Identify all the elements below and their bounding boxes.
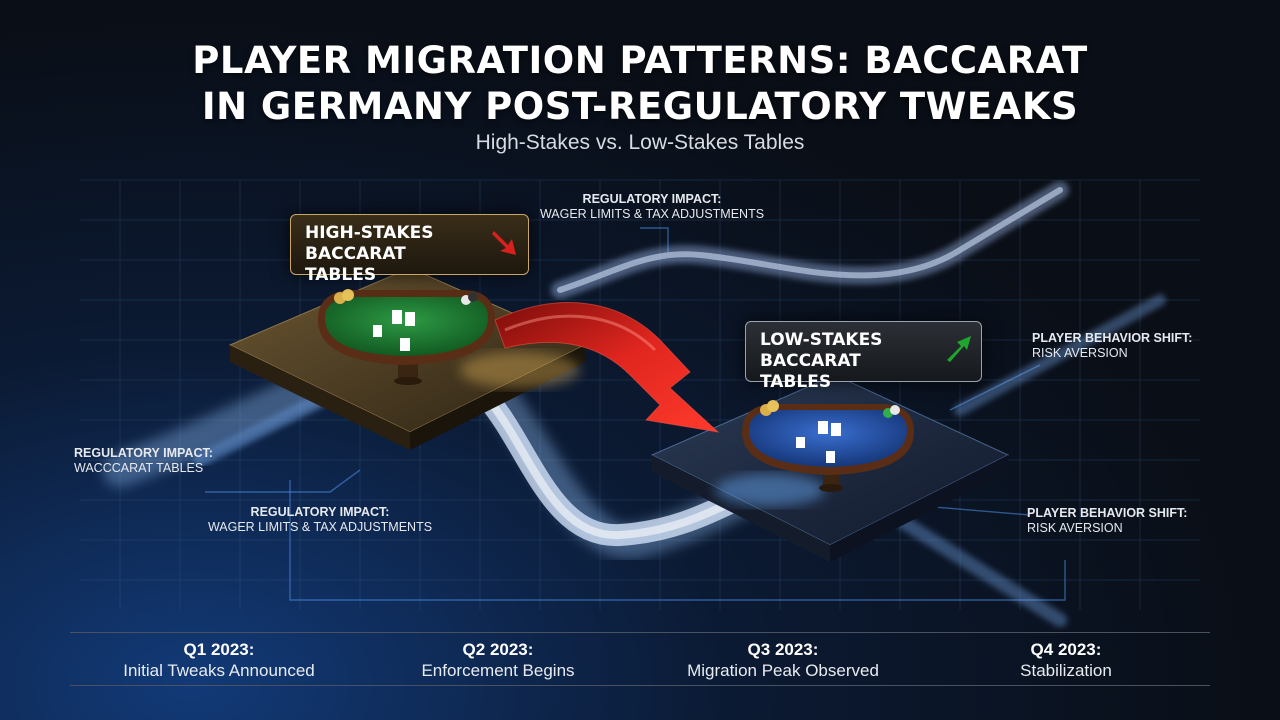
playing-card — [373, 325, 382, 337]
milestone-event: Stabilization — [1020, 661, 1112, 680]
annotation-body: WAGER LIMITS & TAX ADJUSTMENTS — [539, 207, 765, 221]
title-line-2: IN GERMANY POST-REGULATORY TWEAKS — [201, 85, 1079, 128]
annotation-body: RISK AVERSION — [1032, 346, 1128, 360]
high-stakes-label-line-2: BACCARAT TABLES — [305, 244, 406, 285]
annotation-heading: REGULATORY IMPACT: — [74, 446, 213, 460]
milestone-quarter: Q1 2023: — [183, 640, 255, 659]
playing-card — [392, 310, 402, 324]
milestone-quarter: Q4 2023: — [1030, 640, 1102, 659]
up-arrow-icon — [947, 336, 971, 362]
timeline-divider-top — [70, 632, 1210, 633]
low-stakes-label-line-2: BACCARAT TABLES — [760, 351, 861, 392]
annotation-body: WACCCARAT TABLES — [74, 461, 204, 475]
title-line-1: PLAYER MIGRATION PATTERNS: BACCARAT — [192, 39, 1088, 82]
annotation-regulatory-bottom: REGULATORY IMPACT: WAGER LIMITS & TAX AD… — [207, 505, 433, 535]
high-stakes-label-line-1: HIGH-STAKES — [305, 223, 434, 243]
annotation-heading: REGULATORY IMPACT: — [582, 192, 722, 206]
annotation-body: RISK AVERSION — [1027, 521, 1123, 535]
milestone-quarter: Q3 2023: — [747, 640, 819, 659]
timeline-milestone-q2: Q2 2023: Enforcement Begins — [368, 640, 628, 682]
playing-card — [400, 338, 410, 351]
flow-ribbons — [103, 181, 1166, 627]
annotation-heading: REGULATORY IMPACT: — [250, 505, 390, 519]
down-arrow-icon — [492, 231, 516, 255]
low-stakes-table — [742, 400, 914, 492]
playing-card — [831, 423, 841, 436]
page-title: PLAYER MIGRATION PATTERNS: BACCARAT IN G… — [0, 38, 1280, 130]
timeline-milestone-q3: Q3 2023: Migration Peak Observed — [653, 640, 913, 682]
milestone-event: Migration Peak Observed — [687, 661, 879, 680]
playing-card — [818, 421, 828, 434]
annotation-regulatory-top: REGULATORY IMPACT: WAGER LIMITS & TAX AD… — [537, 192, 767, 222]
playing-card — [826, 451, 835, 463]
annotation-heading: PLAYER BEHAVIOR SHIFT: — [1032, 331, 1193, 345]
annotation-behavior-bottom: PLAYER BEHAVIOR SHIFT: RISK AVERSION — [1027, 506, 1187, 536]
milestone-event: Enforcement Begins — [421, 661, 575, 680]
annotation-behavior-top: PLAYER BEHAVIOR SHIFT: RISK AVERSION — [1032, 331, 1192, 361]
page-subtitle: High-Stakes vs. Low-Stakes Tables — [475, 131, 805, 154]
annotation-heading: PLAYER BEHAVIOR SHIFT: — [1027, 506, 1188, 520]
low-stakes-badge: LOW-STAKES BACCARAT TABLES — [745, 321, 982, 392]
timeline-milestone-q1: Q1 2023: Initial Tweaks Announced — [89, 640, 349, 682]
playing-card — [796, 437, 805, 448]
migration-arrow — [494, 302, 720, 433]
low-stakes-label-line-1: LOW-STAKES — [760, 330, 883, 350]
milestone-quarter: Q2 2023: — [462, 640, 534, 659]
annotation-body: WAGER LIMITS & TAX ADJUSTMENTS — [207, 520, 433, 534]
annotation-regulatory-left: REGULATORY IMPACT: WACCCARAT TABLES — [74, 446, 213, 476]
playing-card — [405, 312, 415, 326]
high-stakes-badge: HIGH-STAKES BACCARAT TABLES — [290, 214, 529, 285]
milestone-event: Initial Tweaks Announced — [123, 661, 315, 680]
timeline-milestone-q4: Q4 2023: Stabilization — [936, 640, 1196, 682]
high-stakes-table — [318, 289, 495, 385]
timeline-divider-bottom — [70, 685, 1210, 686]
